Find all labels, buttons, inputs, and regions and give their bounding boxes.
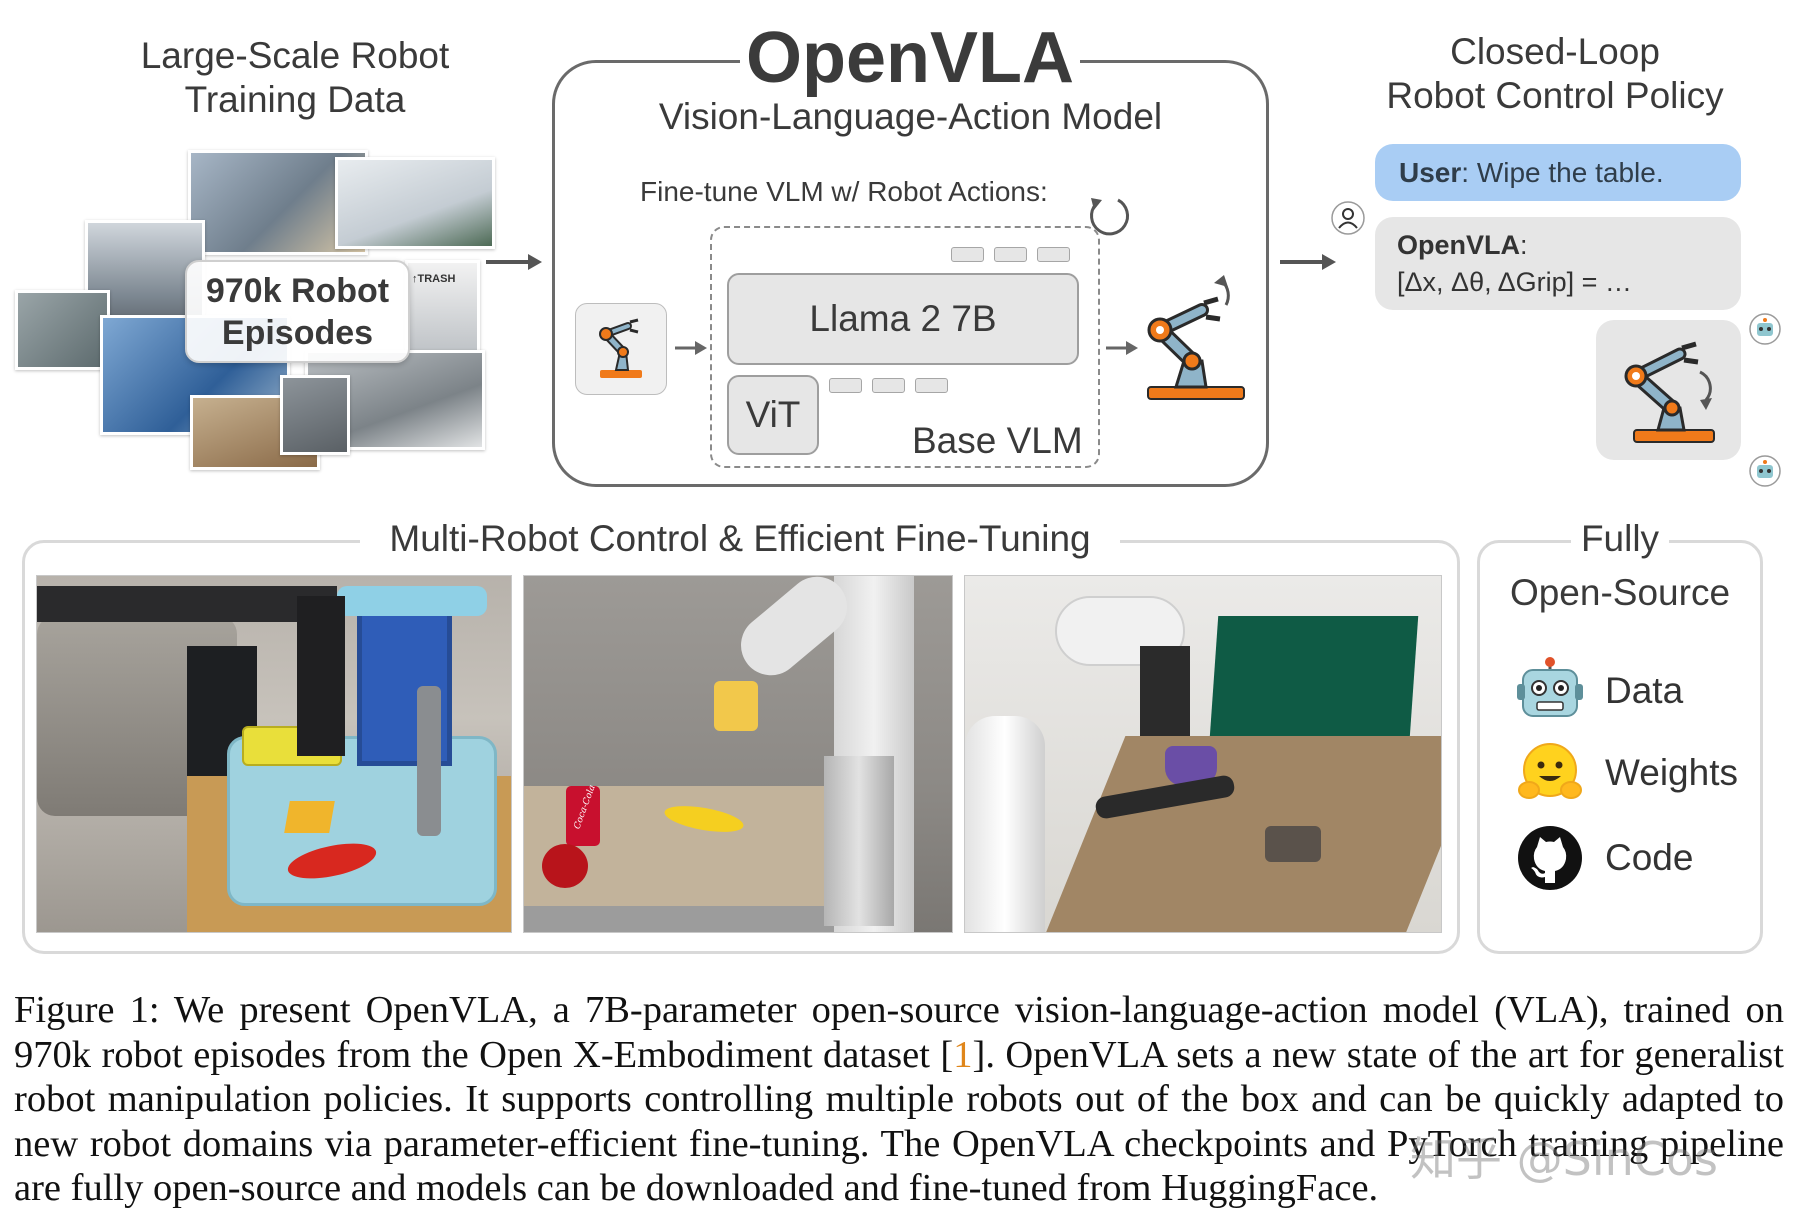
scene1-cheese [284, 801, 335, 833]
arrow-input-to-vlm [675, 341, 707, 355]
open-source-title-line1: Fully [1570, 518, 1670, 559]
bot-avatar-icon-1 [1749, 313, 1781, 345]
bot-avatar-icon-2 [1749, 455, 1781, 487]
episodes-badge-line2: Episodes [221, 314, 374, 352]
scene1-robot-arm [37, 586, 337, 622]
scene-franka-table [964, 575, 1442, 933]
caption-text-part1: Figure 1: We present OpenVLA, a 7B-param… [14, 989, 1784, 1076]
scene1-blue-roof [337, 586, 487, 616]
training-data-title: Large-Scale Robot Training Data [105, 34, 485, 121]
model-speaker-line: OpenVLA: [1397, 227, 1741, 264]
scene2-coke-can: Coca-Cola [566, 783, 600, 846]
scene2-counter-edge [524, 906, 864, 932]
scene3-gripper [1140, 646, 1190, 736]
collage-photo-tabletop [15, 290, 110, 370]
scene2-apple [542, 844, 588, 888]
episodes-count-badge: 970k Robot Episodes [185, 260, 410, 363]
openvla-subtitle: Vision-Language-Action Model [658, 96, 1163, 137]
trash-sign-text: TRASH [417, 273, 456, 285]
training-data-title-line1: Large-Scale Robot [140, 35, 450, 76]
figure-caption: Figure 1: We present OpenVLA, a 7B-param… [14, 988, 1784, 1211]
closed-loop-title-line2: Robot Control Policy [1386, 75, 1724, 117]
open-source-title: Fully Open-Source [1490, 512, 1750, 620]
output-token-3 [1037, 247, 1070, 262]
training-data-title-line2: Training Data [184, 78, 406, 120]
zhihu-watermark: 知乎 @SinCos [1410, 1132, 1718, 1186]
collage-photo-trash: ↑TRASH [405, 260, 480, 355]
scene-google-robot: Coca-Cola [523, 575, 953, 933]
user-speaker-label: User [1399, 157, 1462, 188]
small-robot-arm-icon [599, 318, 642, 378]
scene3-table [1044, 736, 1441, 932]
github-icon [1518, 826, 1582, 890]
output-robot-arm-icon [1147, 275, 1245, 400]
robot-action-bubble [1596, 320, 1741, 460]
user-message-text: : Wipe the table. [1461, 157, 1664, 188]
scene2-robot-base [824, 756, 894, 926]
arrow-vlm-to-action [1106, 341, 1138, 355]
openvla-title: OpenVLA [740, 18, 1080, 98]
base-vlm-label: Base VLM [912, 420, 1083, 461]
arrow-model-to-policy [1280, 254, 1336, 270]
multi-robot-title: Multi-Robot Control & Efficient Fine-Tun… [360, 515, 1120, 563]
model-action-text: [Δx, Δθ, ΔGrip] = … [1397, 267, 1632, 297]
closed-loop-title-line1: Closed-Loop [1450, 31, 1660, 72]
arrow-data-to-model [486, 254, 542, 270]
caption-text-part2: ]. OpenVLA sets a new state of the art f… [14, 1033, 1784, 1210]
model-speaker-label: OpenVLA [1397, 230, 1521, 260]
episodes-badge-line1: 970k Robot [205, 272, 390, 310]
model-speaker-colon: : [1520, 230, 1528, 260]
scene1-robot-wrist [297, 596, 345, 756]
scene-widowx-sink [36, 575, 512, 933]
llama-block: Llama 2 7B [727, 273, 1079, 365]
open-source-weights-label: Weights [1605, 752, 1738, 793]
vit-block: ViT [727, 375, 819, 455]
vision-token-3 [915, 378, 948, 393]
closed-loop-title: Closed-Loop Robot Control Policy [1360, 30, 1750, 119]
scene3-robot-base [965, 716, 1045, 932]
vision-token-2 [872, 378, 905, 393]
robot-arm-action-icon [1624, 341, 1715, 443]
refresh-loop-icon [1090, 198, 1129, 236]
output-token-2 [994, 247, 1027, 262]
open-source-code-label: Code [1605, 837, 1694, 878]
output-token-1 [951, 247, 984, 262]
user-message-bubble: User: Wipe the table. [1375, 144, 1741, 201]
collage-photo-white-robot [335, 157, 495, 249]
caption-citation-link[interactable]: 1 [953, 1033, 973, 1076]
base-vlm-container [710, 226, 1100, 468]
input-observation-tile [575, 303, 667, 395]
open-source-title-line2: Open-Source [1509, 572, 1731, 613]
scene1-faucet [417, 686, 441, 836]
scene2-coke-label: Coca-Cola [572, 783, 598, 831]
hugging-face-icon [1518, 743, 1582, 799]
robot-face-icon [1517, 657, 1583, 717]
open-source-data-label: Data [1605, 670, 1684, 711]
collage-photo-sink [280, 375, 350, 455]
trash-sign-label: ↑TRASH [412, 273, 456, 285]
scene2-gripper [714, 681, 758, 731]
scene3-brush [1265, 826, 1321, 862]
scene3-robot-arm [1055, 596, 1185, 666]
vision-token-1 [829, 378, 862, 393]
finetune-label: Fine-tune VLM w/ Robot Actions: [640, 176, 1048, 207]
user-avatar-icon [1331, 201, 1365, 235]
model-message-bubble: OpenVLA: [Δx, Δθ, ΔGrip] = … [1375, 217, 1741, 310]
